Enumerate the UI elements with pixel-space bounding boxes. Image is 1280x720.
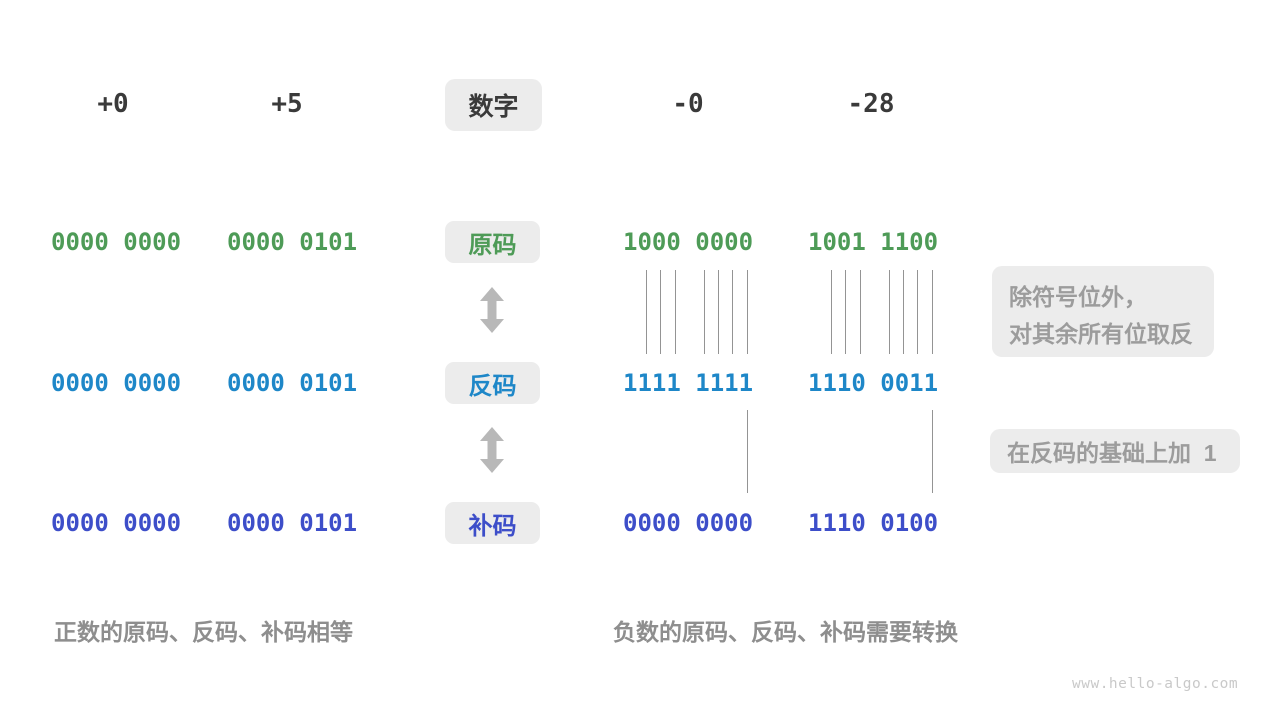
- sign-magnitude-neg-zero: 1000 0000: [623, 228, 754, 256]
- invert-bits-note-line1: 除符号位外，: [1009, 284, 1147, 310]
- add-one-note: 在反码的基础上加 1: [990, 429, 1240, 473]
- positive-numbers-caption: 正数的原码、反码、补码相等: [54, 619, 353, 645]
- bit-connector-line: [660, 270, 661, 354]
- invert-bits-note: 除符号位外， 对其余所有位取反: [992, 266, 1214, 357]
- bit-connector-line: [845, 270, 846, 354]
- number-badge: 数字: [445, 79, 542, 131]
- header-number-pos-zero: +0: [97, 89, 129, 119]
- number-badge-label: 数字: [468, 93, 519, 121]
- updown-arrow-icon: [480, 427, 504, 473]
- ones-complement-neg-28: 1110 0011: [808, 369, 939, 397]
- twos-complement-pos-zero: 0000 0000: [51, 509, 182, 537]
- bit-connector-line: [718, 270, 719, 354]
- bit-connector-line: [747, 410, 748, 493]
- bit-connector-line: [704, 270, 705, 354]
- header-number-neg-zero: -0: [672, 89, 704, 119]
- sign-magnitude-badge: 原码: [445, 221, 540, 263]
- ones-complement-pos-zero: 0000 0000: [51, 369, 182, 397]
- add-one-note-text: 在反码的基础上加 1: [1007, 440, 1217, 466]
- sign-magnitude-badge-label: 原码: [468, 231, 517, 259]
- bit-connector-line: [646, 270, 647, 354]
- bit-connector-line: [860, 270, 861, 354]
- header-number-pos-five: +5: [271, 89, 303, 119]
- ones-complement-badge: 反码: [445, 362, 540, 404]
- twos-complement-badge-label: 补码: [468, 512, 517, 540]
- invert-bits-note-line2: 对其余所有位取反: [1009, 321, 1193, 347]
- bit-connector-line: [747, 270, 748, 354]
- sign-magnitude-pos-zero: 0000 0000: [51, 228, 182, 256]
- bit-connector-line: [732, 270, 733, 354]
- bit-connector-line: [932, 270, 933, 354]
- bit-connector-line: [917, 270, 918, 354]
- bit-connector-line: [889, 270, 890, 354]
- website-watermark: www.hello-algo.com: [1072, 676, 1239, 692]
- updown-arrow-icon: [480, 287, 504, 333]
- header-number-neg-28: -28: [847, 89, 895, 119]
- twos-complement-neg-zero: 0000 0000: [623, 509, 754, 537]
- twos-complement-pos-five: 0000 0101: [227, 509, 358, 537]
- ones-complement-pos-five: 0000 0101: [227, 369, 358, 397]
- sign-magnitude-neg-28: 1001 1100: [808, 228, 939, 256]
- ones-complement-neg-zero: 1111 1111: [623, 369, 754, 397]
- sign-magnitude-pos-five: 0000 0101: [227, 228, 358, 256]
- twos-complement-badge: 补码: [445, 502, 540, 544]
- bit-connector-line: [903, 270, 904, 354]
- ones-complement-badge-label: 反码: [468, 372, 517, 400]
- bit-connector-line: [675, 270, 676, 354]
- bit-connector-line: [831, 270, 832, 354]
- twos-complement-neg-28: 1110 0100: [808, 509, 939, 537]
- bit-connector-line: [932, 410, 933, 493]
- negative-numbers-caption: 负数的原码、反码、补码需要转换: [613, 619, 958, 645]
